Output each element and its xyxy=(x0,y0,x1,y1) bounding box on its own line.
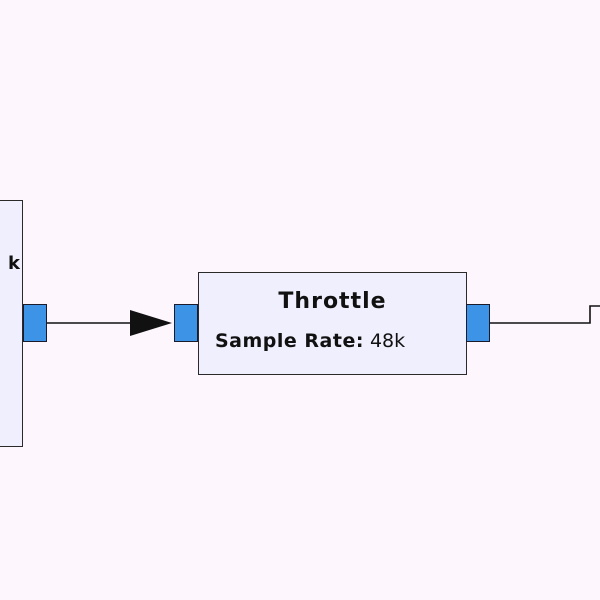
throttle-block[interactable]: Throttle Sample Rate:48k xyxy=(198,272,467,375)
connection-wire-throttle-out[interactable] xyxy=(490,305,600,324)
throttle-param-sample-rate: Sample Rate:48k xyxy=(215,329,405,353)
throttle-output-port[interactable] xyxy=(466,304,490,342)
param-value: 48k xyxy=(369,330,406,352)
param-name: Sample Rate: xyxy=(215,330,364,352)
throttle-input-port[interactable] xyxy=(174,304,198,342)
left-block-output-port[interactable] xyxy=(23,304,47,342)
left-block-partial[interactable]: k xyxy=(0,200,23,447)
left-block-label-fragment: k xyxy=(8,253,20,274)
throttle-block-title: Throttle xyxy=(278,289,387,314)
connection-arrowhead xyxy=(130,310,172,336)
